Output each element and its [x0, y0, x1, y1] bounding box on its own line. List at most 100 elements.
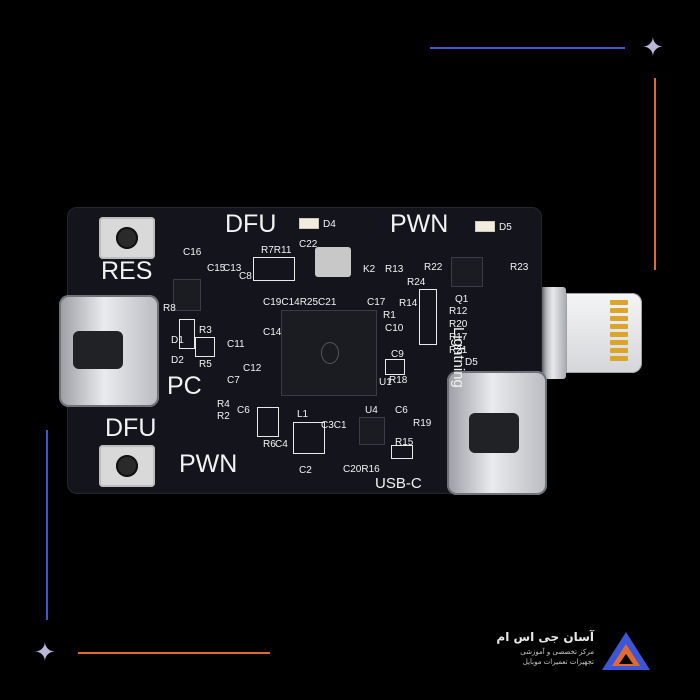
- silk-ref: R2: [217, 411, 230, 422]
- silk-ref: C12: [243, 363, 262, 374]
- gold-contact: [610, 356, 628, 361]
- component-outline: [257, 407, 279, 437]
- button-cap: [116, 227, 138, 249]
- silk-ref: C9: [391, 349, 404, 360]
- silk-ref: R15: [395, 437, 414, 448]
- usbc-port-usbc: [447, 371, 547, 495]
- component-outline: [253, 257, 295, 281]
- silk-ref: R13: [385, 264, 404, 275]
- silk-ref: K2: [363, 264, 376, 275]
- res-button: [99, 217, 155, 259]
- silk-ref: R7R11: [261, 245, 292, 256]
- silk-ref: C3C1: [321, 420, 347, 431]
- silk-ref: R12: [449, 306, 468, 317]
- silk-ref: C4: [275, 439, 288, 450]
- usbc-port-pc: [59, 295, 159, 407]
- silk-ref: C11: [227, 339, 245, 350]
- silk-ref: L1: [297, 409, 309, 420]
- button-cap: [116, 455, 138, 477]
- silk-ref: R6: [263, 439, 276, 450]
- mcu-chip: [281, 310, 377, 396]
- component-outline: [195, 337, 215, 357]
- raspberry-logo-icon: [321, 342, 339, 364]
- silk-ref: C15: [207, 263, 226, 274]
- led-d4: [299, 218, 319, 229]
- crystal: [315, 247, 351, 277]
- usbc-slot: [469, 413, 519, 453]
- silk-ref: C14: [263, 327, 282, 338]
- usbc-slot: [73, 331, 123, 369]
- silk-ref: R14: [399, 298, 418, 309]
- deco-line-top-blue: [430, 47, 625, 49]
- component-outline: [385, 359, 405, 375]
- logo-subtitle-1: مرکز تخصصی و آموزشی: [520, 648, 594, 656]
- silk-ref: C6: [237, 405, 250, 416]
- gold-contact: [610, 308, 628, 313]
- chip-q1: [451, 257, 483, 287]
- silk-dfu-bottom: DFU: [105, 414, 157, 442]
- silk-res: RES: [101, 257, 153, 285]
- silk-ref: C6: [395, 405, 408, 416]
- gold-contact: [610, 300, 628, 305]
- silk-ref: R5: [199, 359, 212, 370]
- silk-pwn-top: PWN: [390, 210, 449, 238]
- gold-contact: [610, 332, 628, 337]
- silk-ref: C7: [227, 375, 240, 386]
- silk-ref: R23: [510, 262, 529, 273]
- deco-line-bottom-orange: [78, 652, 270, 654]
- chip-u4: [359, 417, 385, 445]
- component-outline: [391, 445, 413, 459]
- silk-ref: R18: [389, 375, 408, 386]
- logo-title: آسان جی اس ام: [496, 630, 594, 644]
- silk-ref: R20: [449, 319, 468, 330]
- gold-contact: [610, 340, 628, 345]
- silk-ref: D1: [171, 335, 184, 346]
- silk-ref: D2: [171, 355, 184, 366]
- silk-d4: D4: [323, 219, 336, 230]
- silk-ref: R8: [163, 303, 176, 314]
- deco-line-left-blue: [46, 430, 48, 620]
- silk-u1: U1: [379, 377, 392, 388]
- gold-contact: [610, 324, 628, 329]
- silk-ref: R24: [407, 277, 426, 288]
- sparkle-icon: ✦: [642, 33, 664, 63]
- component-outline: [179, 319, 195, 349]
- silk-ref: R22: [424, 262, 443, 273]
- silk-ref: C16: [183, 247, 202, 258]
- silk-ref: Q1: [455, 294, 469, 305]
- silk-ref: C19C14R25C21: [263, 297, 337, 308]
- silk-ref: R19: [413, 418, 432, 429]
- silk-ref: R4: [217, 399, 230, 410]
- component-outline: [419, 289, 437, 345]
- silk-ref: C10: [385, 323, 404, 334]
- logo-subtitle-2: تجهیزات تعمیرات موبایل: [522, 658, 594, 666]
- dfu-button: [99, 445, 155, 487]
- inductor-l1: [293, 422, 325, 454]
- lightning-plug: [566, 293, 642, 373]
- silk-ref: U4: [365, 405, 378, 416]
- silk-ref: C20R16: [343, 464, 380, 475]
- pcb-board: RES DFU D4 PWN D5 PC DFU PWN U1: [59, 207, 547, 495]
- silk-ref: D5: [465, 357, 478, 368]
- silk-ref: C8: [239, 271, 252, 282]
- silk-ref: R17: [449, 332, 468, 343]
- gold-contact: [610, 348, 628, 353]
- silk-ref: C13: [223, 263, 242, 274]
- silk-d5: D5: [499, 222, 512, 233]
- company-logo: [602, 632, 650, 670]
- silk-ref: R21: [449, 345, 468, 356]
- silk-dfu-top: DFU: [225, 210, 277, 238]
- silk-usbc: USB-C: [375, 475, 422, 492]
- lightning-connector-body: [540, 287, 566, 379]
- silk-pwn-bottom: PWN: [179, 450, 238, 478]
- deco-line-right-orange: [654, 78, 656, 270]
- silk-ref: R3: [199, 325, 212, 336]
- sparkle-icon: ✦: [34, 638, 56, 668]
- gold-contact: [610, 316, 628, 321]
- silk-ref: R1: [383, 310, 396, 321]
- silk-pc: PC: [167, 372, 202, 400]
- silk-ref: C2: [299, 465, 312, 476]
- silk-ref: C17: [367, 297, 386, 308]
- led-d5: [475, 221, 495, 232]
